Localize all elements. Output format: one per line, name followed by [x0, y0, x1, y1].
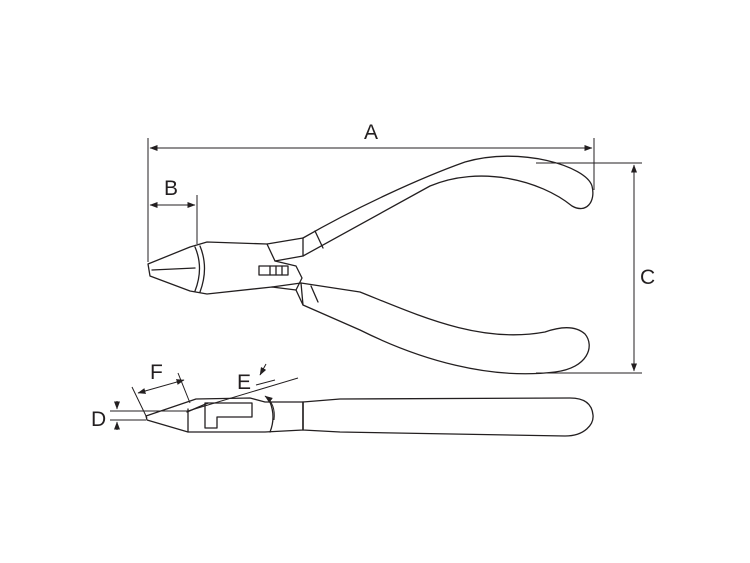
dimension-d-label: D	[91, 408, 106, 431]
dimension-b: B	[149, 177, 198, 244]
side-bevel	[269, 401, 274, 433]
dimension-e-label: E	[237, 371, 251, 394]
dimension-d: D	[91, 401, 188, 431]
pliers-side-view	[145, 397, 594, 437]
dimension-f: F	[131, 361, 191, 419]
dimension-a-label: A	[364, 121, 378, 144]
lower-grip-edge	[310, 285, 319, 303]
jaw-outline	[147, 241, 303, 295]
dimension-c-label: C	[640, 266, 655, 289]
pivot-neck	[266, 237, 304, 306]
dimension-e: E	[187, 363, 299, 421]
dimension-b-label: B	[164, 177, 178, 200]
side-handle	[302, 397, 594, 437]
jaw-bevel	[194, 246, 201, 292]
spring-slot-line	[269, 265, 283, 276]
dimension-c: C	[536, 162, 655, 374]
dimension-f-label: F	[150, 361, 163, 384]
upper-handle	[302, 155, 594, 257]
pliers-top-view	[147, 155, 594, 375]
spring-slot	[258, 265, 289, 276]
lower-handle	[300, 282, 590, 375]
upper-grip-edge	[314, 230, 324, 249]
side-jaw-notch	[204, 402, 253, 429]
jaw-cutting-line	[151, 267, 196, 271]
dimension-a: A	[147, 121, 595, 262]
jaw-bevel-inner	[199, 245, 206, 293]
